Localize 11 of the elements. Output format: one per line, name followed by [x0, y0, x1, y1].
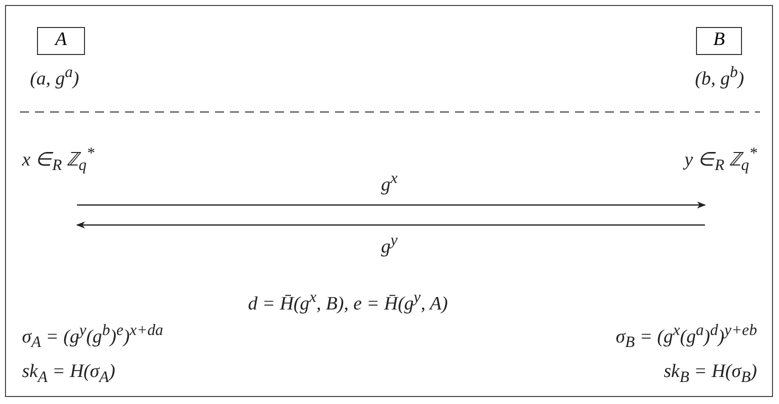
- key-pair-label: (a, g$^{a}$): [30, 64, 80, 92]
- party-box: B: [696, 27, 742, 55]
- secret-equation: σ$_{A}$ = (g$^{y}$(g$^{b}$)$^{e}$)$^{x+da}$: [22, 322, 164, 354]
- party-box: A: [37, 27, 85, 55]
- key-pair-label: (b, g$^{b}$): [695, 64, 744, 92]
- hash-equation: d = H̄(g$^{x}$, B), e = H̄(g$^{y}$, A): [248, 289, 448, 316]
- message-label: g$^{x}$: [381, 170, 398, 198]
- secret-equation: σ$_{B}$ = (g$^{x}$(g$^{a}$)$^{d}$)$^{y+eb}$: [616, 322, 757, 354]
- message-label: g$^{y}$: [381, 232, 398, 260]
- session-key-equation: sk$_{A}$ = H(σ$_{A}$): [22, 361, 116, 388]
- session-key-equation: sk$_{B}$ = H(σ$_{B}$): [664, 361, 757, 388]
